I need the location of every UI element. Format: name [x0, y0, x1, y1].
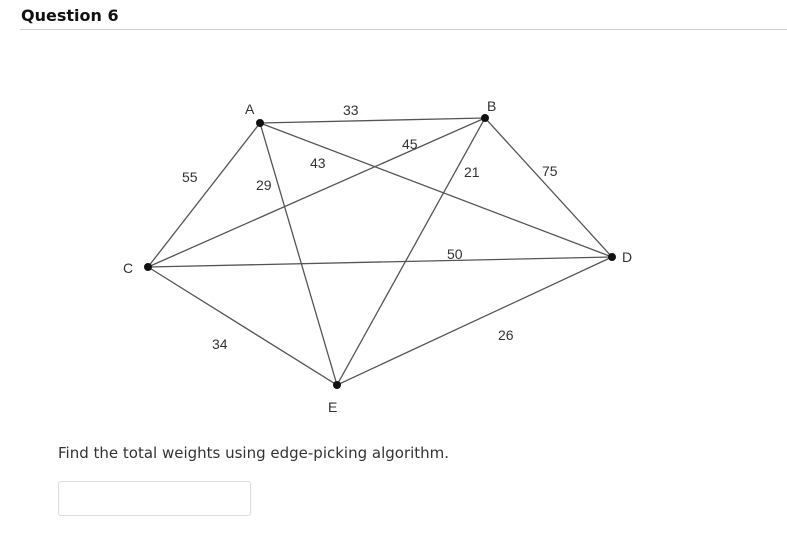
- edge-weight-c-e: 34: [212, 336, 228, 352]
- vertex-label-b: B: [487, 98, 496, 114]
- vertex-label-a: A: [245, 101, 255, 117]
- edge-a-d: [259, 122, 613, 258]
- edge-weight-b-e: 21: [464, 164, 480, 180]
- edge-b-d: [484, 117, 613, 258]
- vertex-b: [481, 114, 489, 122]
- edge-a-c: [147, 122, 261, 268]
- edge-b-c: [147, 117, 486, 268]
- edge-weight-a-d: 43: [310, 155, 326, 171]
- vertex-label-d: D: [622, 249, 632, 265]
- edge-e-d: [336, 256, 613, 386]
- vertex-d: [608, 253, 616, 261]
- edge-c-d: [147, 256, 613, 268]
- edge-a-e: [259, 122, 338, 386]
- vertex-label-c: C: [123, 260, 133, 276]
- edge-weight-c-d: 50: [447, 246, 463, 262]
- edge-c-e: [147, 266, 338, 386]
- vertex-e: [333, 381, 341, 389]
- edge-a-b: [259, 117, 486, 124]
- edge-weight-b-c: 45: [402, 136, 418, 152]
- header-divider: [20, 29, 787, 30]
- answer-input[interactable]: [58, 481, 251, 516]
- edge-weight-a-b: 33: [343, 102, 359, 118]
- vertex-label-e: E: [328, 399, 337, 415]
- vertex-a: [256, 119, 264, 127]
- edge-weight-a-e: 29: [256, 177, 272, 193]
- edge-weight-e-d: 26: [498, 327, 514, 343]
- question-prompt: Find the total weights using edge-pickin…: [58, 444, 450, 462]
- edge-b-e: [336, 117, 486, 386]
- edge-weight-b-d: 75: [542, 163, 558, 179]
- vertex-c: [144, 263, 152, 271]
- question-title: Question 6: [21, 6, 119, 25]
- edge-weight-a-c: 55: [182, 169, 198, 185]
